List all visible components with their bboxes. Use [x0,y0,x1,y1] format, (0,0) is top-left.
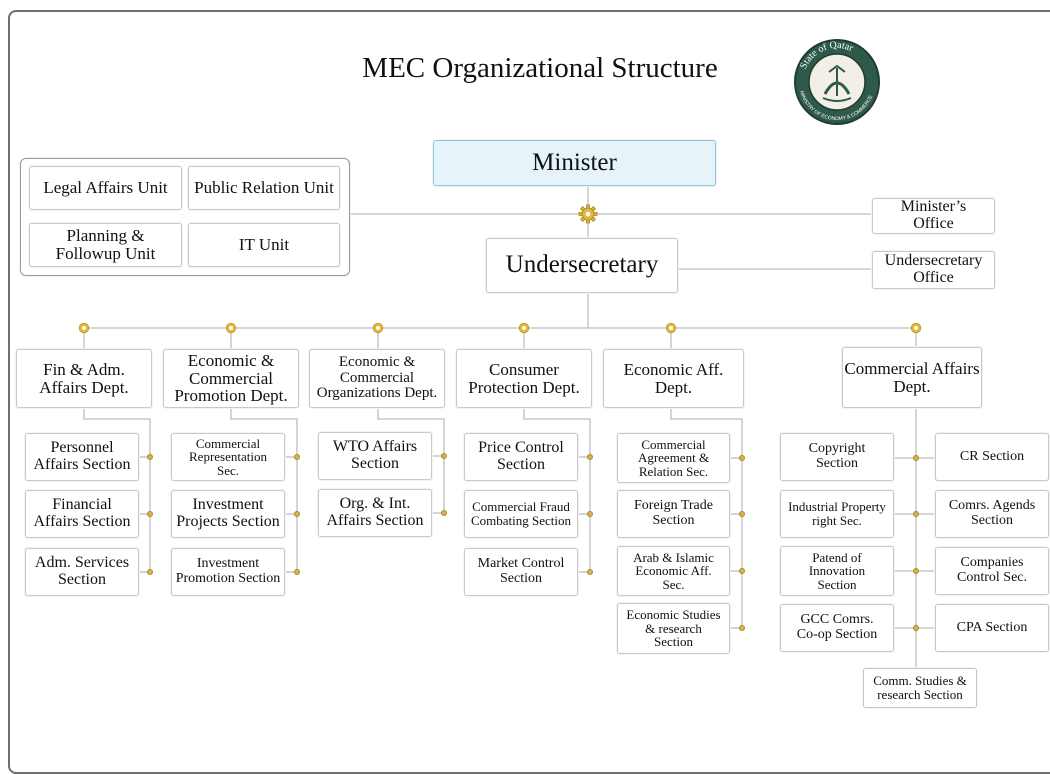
economic-commercial-organizations-dept[interactable]: Economic & Commercial Organizations Dept… [309,349,445,408]
gear-icon [578,204,598,224]
consumer-protection-dept[interactable]: Consumer Protection Dept. [456,349,592,408]
minister-node[interactable]: Minister [433,140,716,186]
gcc-comrs-coop-section[interactable]: GCC Comrs. Co-op Section [780,604,894,652]
patend-of-innovation-section[interactable]: Patend of Innovation Section [780,546,894,596]
copyright-section[interactable]: Copyright Section [780,433,894,481]
connector-dot [147,454,153,460]
arab-islamic-economic-aff-sec[interactable]: Arab & Islamic Economic Aff. Sec. [617,546,730,596]
companies-control-sec[interactable]: Companies Control Sec. [935,547,1049,595]
connector-dot [913,511,919,517]
comrs-agends-section[interactable]: Comrs. Agends Section [935,490,1049,538]
gear-icon [665,322,677,334]
state-of-qatar-seal-icon: State of Qatar MINISTRY OF ECONOMY & COM… [794,39,880,125]
connector-dot [739,511,745,517]
economic-studies-research-section[interactable]: Economic Studies & research Section [617,603,730,654]
market-control-section[interactable]: Market Control Section [464,548,578,596]
gear-icon [518,322,530,334]
economic-commercial-promotion-dept[interactable]: Economic & Commercial Promotion Dept. [163,349,299,408]
connector-dot [294,454,300,460]
public-relation-unit[interactable]: Public Relation Unit [188,166,340,210]
cr-section[interactable]: CR Section [935,433,1049,481]
it-unit[interactable]: IT Unit [188,223,340,267]
investment-projects-section[interactable]: Investment Projects Section [171,490,285,538]
financial-affairs-section[interactable]: Financial Affairs Section [25,490,139,538]
connector-dot [441,510,447,516]
diagram-title: MEC Organizational Structure [362,52,718,84]
commercial-representation-sec[interactable]: Commercial Representation Sec. [171,433,285,481]
fin-adm-dept[interactable]: Fin & Adm. Affairs Dept. [16,349,152,408]
gear-icon [78,322,90,334]
undersecretary-node[interactable]: Undersecretary [486,238,678,293]
gear-icon [372,322,384,334]
gear-icon [910,322,922,334]
org-int-affairs-section[interactable]: Org. & Int. Affairs Section [318,489,432,537]
planning-followup-unit[interactable]: Planning & Followup Unit [29,223,182,267]
commercial-agreement-relation-sec[interactable]: Commercial Agreement & Relation Sec. [617,433,730,483]
connector-dot [294,511,300,517]
connector-dot [587,511,593,517]
connector-dot [739,455,745,461]
personnel-affairs-section[interactable]: Personnel Affairs Section [25,433,139,481]
connector-dot [739,625,745,631]
connector-dot [739,568,745,574]
cpa-section[interactable]: CPA Section [935,604,1049,652]
connector-dot [147,569,153,575]
price-control-section[interactable]: Price Control Section [464,433,578,481]
foreign-trade-section[interactable]: Foreign Trade Section [617,490,730,538]
connector-dot [147,511,153,517]
connector-dot [913,455,919,461]
connector-dot [913,625,919,631]
industrial-property-right-sec[interactable]: Industrial Property right Sec. [780,490,894,538]
wto-affairs-section[interactable]: WTO Affairs Section [318,432,432,480]
connector-dot [441,453,447,459]
commercial-fraud-combating-section[interactable]: Commercial Fraud Combating Section [464,490,578,538]
connector-dot [587,569,593,575]
comm-studies-research-section[interactable]: Comm. Studies & research Section [863,668,977,708]
legal-affairs-unit[interactable]: Legal Affairs Unit [29,166,182,210]
commercial-affairs-dept[interactable]: Commercial Affairs Dept. [842,347,982,408]
investment-promotion-section[interactable]: Investment Promotion Section [171,548,285,596]
undersecretary-office-node[interactable]: Undersecretary Office [872,251,995,289]
ministers-office-node[interactable]: Minister’s Office [872,198,995,234]
gear-icon [225,322,237,334]
economic-aff-dept[interactable]: Economic Aff. Dept. [603,349,744,408]
connector-dot [294,569,300,575]
adm-services-section[interactable]: Adm. Services Section [25,548,139,596]
connector-dot [587,454,593,460]
connector-dot [913,568,919,574]
